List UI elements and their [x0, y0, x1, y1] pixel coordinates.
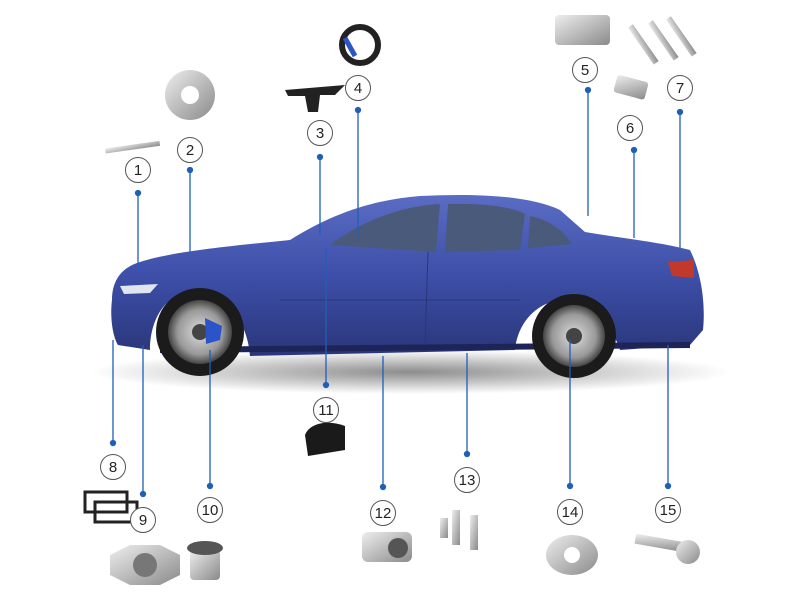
- paddle-shifter-image: [285, 85, 345, 112]
- callout-label-pin: 1: [125, 157, 151, 183]
- callout-label-machined-flange: 2: [177, 137, 203, 163]
- steering-ring-image: [339, 24, 381, 66]
- leader-dot-10: [206, 482, 214, 490]
- leader-dot-2: [186, 166, 194, 174]
- mirror-cap-image: [305, 422, 345, 456]
- drive-shaft-image: [634, 533, 700, 564]
- callout-label-bolts: 13: [454, 467, 480, 493]
- callout-label-hub-spindle: 10: [197, 497, 223, 523]
- pin-image: [104, 140, 161, 154]
- callout-label-gear-hub: 12: [370, 500, 396, 526]
- headlight: [120, 284, 158, 294]
- callout-label-license-plate-frame: 8: [100, 454, 126, 480]
- car-windows: [330, 203, 572, 252]
- leader-dot-3: [316, 153, 324, 161]
- leader-dot-13: [463, 450, 471, 458]
- callout-label-carbon-mirror-cap: 11: [313, 397, 339, 423]
- callout-label-flange-plate: 14: [557, 499, 583, 525]
- leader-dot-5: [584, 86, 592, 94]
- callout-label-drive-shaft: 15: [655, 497, 681, 523]
- leader-dot-11: [322, 381, 330, 389]
- gear-hub-image: [362, 532, 412, 562]
- hinge-image: [555, 15, 610, 45]
- leader-lines: [109, 86, 684, 498]
- fitting-image: [613, 75, 649, 100]
- callout-label-pipe-fitting: 6: [617, 115, 643, 141]
- callout-label-paddle-shifter: 3: [307, 120, 333, 146]
- taillight: [668, 260, 694, 278]
- callout-label-shafts: 7: [667, 75, 693, 101]
- flange-plate-image: [546, 535, 598, 575]
- door-seam: [424, 251, 429, 346]
- leader-dot-8: [109, 439, 117, 447]
- leader-dot-7: [676, 108, 684, 116]
- callout-label-door-hinge: 5: [572, 57, 598, 83]
- shafts-image: [627, 16, 697, 65]
- leader-dot-1: [134, 189, 142, 197]
- leader-dot-6: [630, 146, 638, 154]
- leader-dot-12: [379, 483, 387, 491]
- callout-label-steering-wheel-ring: 4: [345, 75, 371, 101]
- leader-dot-15: [664, 482, 672, 490]
- leader-dot-14: [566, 482, 574, 490]
- leader-dot-9: [139, 490, 147, 498]
- spindle-image: [187, 541, 223, 580]
- bolts-image: [440, 510, 478, 550]
- leader-dot-4: [354, 106, 362, 114]
- callout-label-wheel-hub-bearing: 9: [130, 507, 156, 533]
- rear-wheel: [532, 294, 616, 378]
- front-wheel: [156, 288, 244, 376]
